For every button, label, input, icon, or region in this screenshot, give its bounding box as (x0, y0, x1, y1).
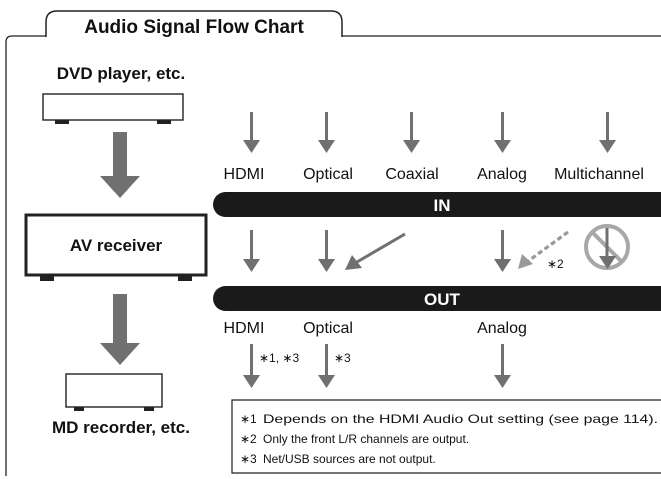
title-tab (45, 10, 343, 37)
input-arrow-analog (494, 112, 511, 153)
output-arrow-hdmi (243, 344, 260, 388)
input-label-coaxial: Coaxial (385, 166, 438, 183)
note-item-2: ∗2 Only the front L/R channels are outpu… (240, 432, 469, 446)
in-bar (213, 192, 661, 217)
note-3-mark: ∗3 (240, 452, 257, 466)
input-label-hdmi: HDMI (224, 166, 265, 183)
middle-arrows (243, 230, 511, 272)
input-label-optical: Optical (303, 166, 353, 183)
output-label-hdmi: HDMI (224, 320, 265, 337)
note-mark-optical-out: ∗3 (334, 351, 351, 365)
output-label-optical: Optical (303, 320, 353, 337)
in-bar-label: IN (434, 196, 451, 215)
output-label-analog: Analog (477, 320, 527, 337)
note-item-3: ∗3 Net/USB sources are not output. (240, 452, 436, 466)
note-1-mark: ∗1 (240, 412, 257, 426)
recorder-device-icon (65, 373, 163, 411)
outer-frame (5, 35, 661, 476)
out-bar (213, 286, 661, 311)
mid-arrow-analog (494, 230, 511, 272)
note-mark-analog-2: ∗2 (547, 257, 564, 271)
mid-arrow-hdmi (243, 230, 260, 272)
output-arrow-optical (318, 344, 335, 388)
note-item-1: ∗1 Depends on the HDMI Audio Out setting… (240, 412, 658, 426)
av-receiver-icon (24, 213, 208, 281)
arrow-receiver-to-recorder (100, 294, 140, 365)
input-arrow-optical (318, 112, 335, 153)
input-arrow-coaxial (403, 112, 420, 153)
notes-list: ∗1 Depends on the HDMI Audio Out setting… (240, 412, 658, 466)
output-arrows (243, 344, 511, 388)
input-label-analog: Analog (477, 166, 527, 183)
mid-arrow-multichannel-to-analog-dashed (518, 230, 569, 269)
note-3-text: Net/USB sources are not output. (263, 452, 436, 466)
note-mark-hdmi-out: ∗1, ∗3 (259, 351, 299, 365)
input-arrow-hdmi (243, 112, 260, 153)
mid-arrow-optical (318, 230, 335, 272)
out-bar-label: OUT (424, 290, 461, 309)
arrow-source-to-receiver (100, 132, 140, 198)
input-arrows (243, 112, 616, 153)
chart-title: Audio Signal Flow Chart (84, 17, 304, 38)
output-arrow-analog (494, 344, 511, 388)
source-device-icon (42, 93, 184, 124)
mid-arrow-coaxial-to-optical (345, 232, 406, 270)
note-1-text: Depends on the HDMI Audio Out setting (s… (263, 412, 658, 426)
notes-box (231, 399, 661, 474)
receiver-device-label: AV receiver (70, 236, 163, 255)
source-device-label: DVD player, etc. (57, 64, 186, 83)
note-2-text: Only the front L/R channels are output. (263, 432, 469, 446)
prohibited-icon (584, 224, 630, 270)
recorder-device-label: MD recorder, etc. (52, 418, 190, 437)
input-label-multichannel: Multichannel (554, 166, 644, 183)
input-arrow-multichannel (599, 112, 616, 153)
note-2-mark: ∗2 (240, 432, 257, 446)
